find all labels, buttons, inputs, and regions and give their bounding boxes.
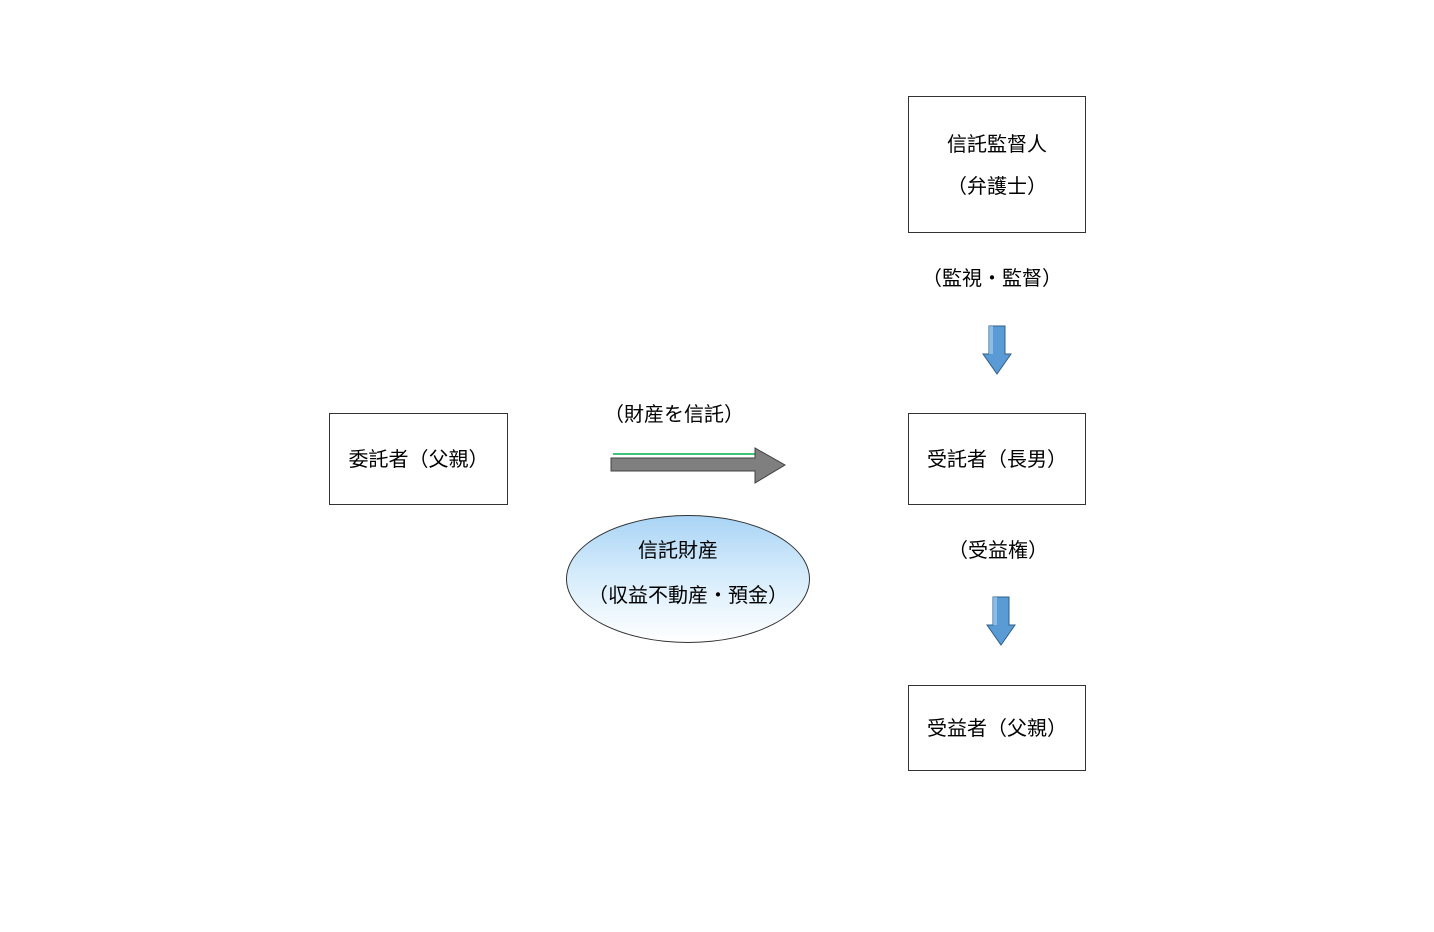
beneficiary-box: 受益者（父親） <box>908 685 1086 771</box>
settlor-label: 委託者（父親） <box>348 447 489 471</box>
trustee-label: 受託者（長男） <box>927 447 1067 471</box>
trust-property-title: 信託財産 <box>638 538 718 562</box>
trustee-box: 受託者（長男） <box>908 413 1086 505</box>
entrust-arrow-shape <box>610 447 786 484</box>
beneficial-interest-label: （受益権） <box>948 538 1048 562</box>
trust-supervisor-title: 信託監督人 <box>947 131 1047 156</box>
benefit-down-arrow <box>986 596 1016 646</box>
benefit-down-arrow-shape <box>986 596 1016 646</box>
supervise-down-arrow-shape <box>982 325 1012 375</box>
trust-supervisor-role: （弁護士） <box>947 173 1047 198</box>
supervise-down-arrow <box>982 325 1012 375</box>
trust-property-subtitle: （収益不動産・預金） <box>588 583 788 607</box>
entrust-arrow <box>610 447 786 484</box>
trust-property-ellipse <box>566 515 810 643</box>
settlor-box: 委託者（父親） <box>329 413 508 505</box>
trust-supervisor-box: 信託監督人 （弁護士） <box>908 96 1086 233</box>
entrust-label: （財産を信託） <box>604 402 744 426</box>
monitor-label: （監視・監督） <box>922 266 1062 290</box>
beneficiary-label: 受益者（父親） <box>927 716 1067 740</box>
